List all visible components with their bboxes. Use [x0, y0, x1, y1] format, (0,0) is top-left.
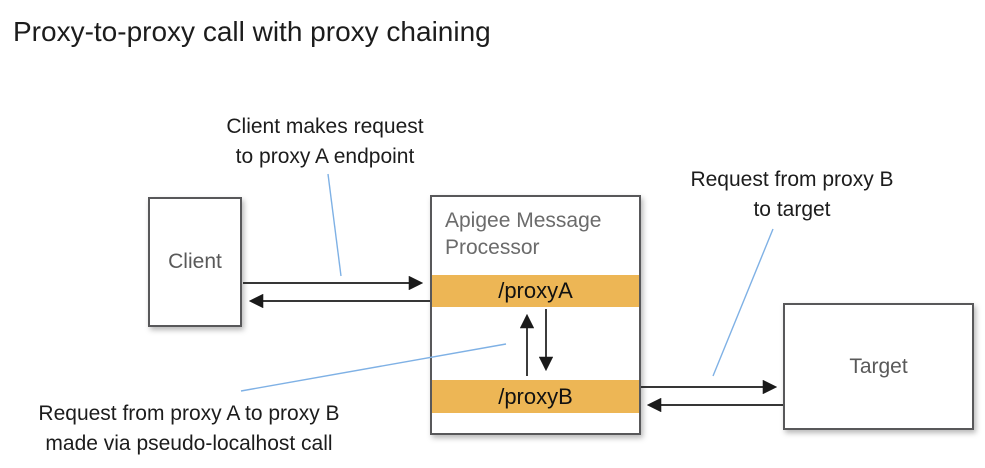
- annotation-proxya-to-proxyb-line2: made via pseudo-localhost call: [45, 431, 333, 455]
- endpoint-bar-proxya: /proxyA: [432, 275, 639, 307]
- endpoint-bar-proxyb: /proxyB: [432, 380, 639, 413]
- apigee-box-label: Apigee Message Processor: [445, 209, 602, 260]
- target-box-label: Target: [849, 354, 908, 378]
- annotation-client-request: Client makes request to proxy A endpoint: [195, 112, 455, 172]
- client-box-label: Client: [168, 250, 222, 273]
- annotation-proxyb-to-target-line1: Request from proxy B: [690, 168, 894, 191]
- annotation-client-request-line2: to proxy A endpoint: [235, 144, 415, 168]
- endpoint-bar-proxyb-label: /proxyB: [498, 383, 573, 409]
- annotation-client-request-line1: Client makes request: [226, 115, 424, 138]
- annotation-proxya-to-proxyb: Request from proxy A to proxy B made via…: [8, 399, 370, 459]
- client-box: Client: [148, 197, 242, 327]
- leader-line-client-request: [327, 173, 342, 277]
- annotation-proxyb-to-target: Request from proxy B to target: [668, 165, 916, 225]
- annotation-proxya-to-proxyb-line1: Request from proxy A to proxy B: [38, 402, 340, 425]
- annotation-proxyb-to-target-line2: to target: [753, 197, 831, 221]
- leader-line-proxyb-target: [712, 228, 774, 377]
- diagram-title: Proxy-to-proxy call with proxy chaining: [13, 16, 491, 47]
- endpoint-bar-proxya-label: /proxyA: [498, 278, 573, 303]
- target-box: Target: [783, 303, 974, 430]
- apigee-message-processor-box: Apigee Message Processor /proxyA /proxyB: [430, 195, 641, 435]
